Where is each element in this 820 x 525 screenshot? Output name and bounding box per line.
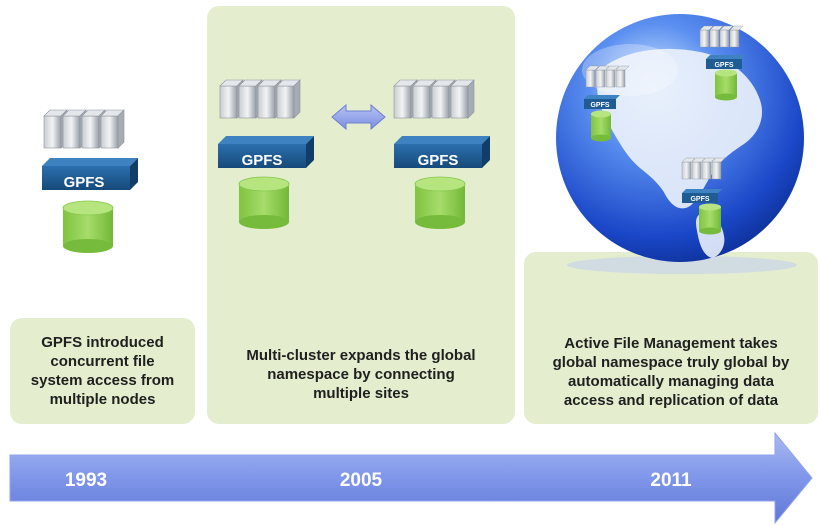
server-rack-2005-left — [219, 79, 301, 119]
year-2005: 2005 — [340, 470, 383, 491]
gpfs-label-2011-3: GPFS — [690, 196, 709, 203]
year-1993: 1993 — [65, 470, 107, 491]
year-2011: 2011 — [650, 470, 692, 491]
stage-1993-caption-panel — [10, 318, 195, 424]
timeline-arrow: 1993 2005 2011 — [9, 431, 813, 525]
caption-1993: GPFS introduced concurrent file system a… — [30, 334, 175, 408]
gpfs-label-2011-1: GPFS — [590, 102, 609, 109]
gpfs-label-1993: GPFS — [64, 174, 105, 191]
gpfs-label-2011-2: GPFS — [714, 62, 733, 69]
gpfs-label-2005-right: GPFS — [418, 152, 459, 169]
disk-2005-right — [414, 176, 466, 230]
caption-2011: Active File Management takes global name… — [552, 335, 790, 409]
server-rack-2005-right — [393, 79, 475, 119]
gpfs-box-2005-left: GPFS — [218, 136, 314, 169]
gpfs-label-2005-left: GPFS — [242, 152, 283, 169]
gpfs-box-2005-right: GPFS — [394, 136, 490, 169]
globe-site-2: GPFS — [699, 25, 746, 101]
caption-2005: Multi-cluster expands the global namespa… — [246, 346, 476, 402]
disk-2005-left — [238, 176, 290, 230]
gpfs-box-1993: GPFS — [42, 158, 138, 191]
globe-site-1: GPFS — [584, 65, 630, 142]
double-arrow-icon — [331, 103, 386, 131]
globe-icon — [556, 14, 804, 274]
server-rack-1993 — [43, 109, 125, 149]
globe-site-3: GPFS — [681, 157, 726, 235]
disk-1993 — [62, 200, 114, 254]
stage-2011-caption-panel — [524, 252, 818, 424]
